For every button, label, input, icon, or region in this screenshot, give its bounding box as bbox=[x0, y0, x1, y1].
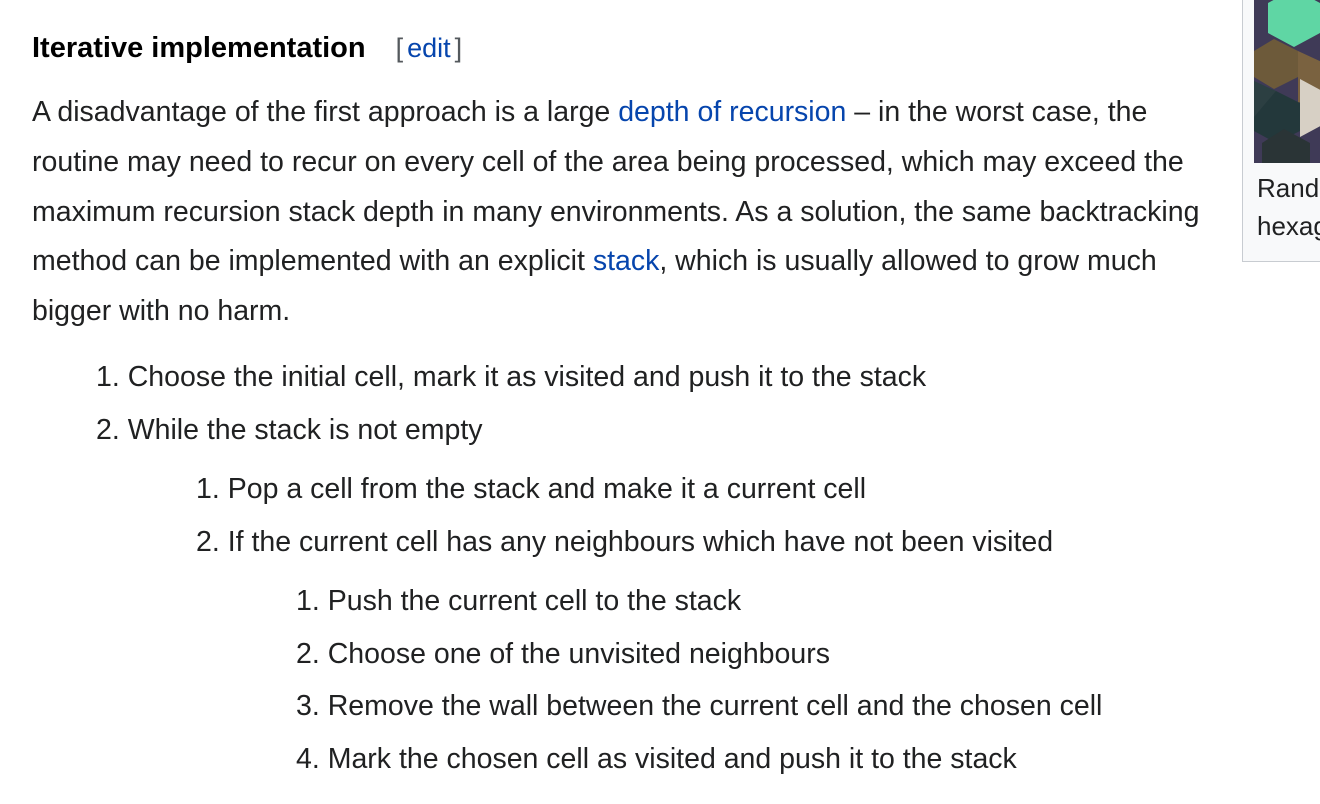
list-item-text: While the stack is not empty bbox=[127, 414, 483, 446]
list-item-text: Mark the chosen cell as visited and push… bbox=[327, 743, 1017, 775]
list-item-text: Remove the wall between the current cell… bbox=[327, 690, 1103, 722]
edit-section: [edit] bbox=[396, 33, 463, 64]
list-item-text: Pop a cell from the stack and make it a … bbox=[227, 473, 867, 505]
list-item: 1. Push the current cell to the stack bbox=[296, 581, 741, 621]
list-item-text: If the current cell has any neighbours w… bbox=[227, 526, 1054, 558]
intro-paragraph: A disadvantage of the first approach is … bbox=[32, 88, 1202, 337]
list-item: 1. Pop a cell from the stack and make it… bbox=[196, 469, 866, 509]
edit-bracket-open: [ bbox=[395, 32, 404, 63]
section-heading: Iterative implementation [edit] bbox=[32, 28, 462, 68]
list-number: 3. bbox=[296, 690, 320, 722]
edit-bracket-close: ] bbox=[454, 32, 463, 63]
stack-link[interactable]: stack bbox=[592, 245, 660, 278]
hexagonal-maze-image bbox=[1254, 0, 1320, 163]
edit-link[interactable]: edit bbox=[407, 32, 451, 63]
caption-line: Rand bbox=[1257, 173, 1320, 203]
thumbnail-frame: Rand hexag bbox=[1242, 0, 1320, 262]
list-number: 2. bbox=[196, 526, 220, 558]
list-number: 2. bbox=[296, 638, 320, 670]
list-item: 3. Remove the wall between the current c… bbox=[296, 686, 1102, 726]
paragraph-text: A disadvantage of the first approach is … bbox=[32, 96, 619, 128]
list-number: 4. bbox=[296, 743, 320, 775]
list-item: 2. Choose one of the unvisited neighbour… bbox=[296, 634, 830, 674]
paragraph-text: , which is usually allowed to grow much … bbox=[32, 245, 1157, 328]
depth-of-recursion-link[interactable]: depth of recursion bbox=[618, 96, 847, 128]
list-item: 2. If the current cell has any neighbour… bbox=[196, 522, 1053, 562]
list-item-text: Push the current cell to the stack bbox=[327, 585, 742, 617]
list-number: 1. bbox=[296, 585, 320, 617]
maze-thumbnail-image[interactable] bbox=[1254, 0, 1320, 163]
list-number: 2. bbox=[96, 414, 120, 446]
list-item: 1. Choose the initial cell, mark it as v… bbox=[96, 357, 926, 397]
list-item: 4. Mark the chosen cell as visited and p… bbox=[296, 739, 1017, 779]
list-number: 1. bbox=[196, 473, 220, 505]
list-item-text: Choose one of the unvisited neighbours bbox=[327, 638, 830, 670]
list-item-text: Choose the initial cell, mark it as visi… bbox=[127, 361, 927, 393]
caption-line: hexag bbox=[1257, 211, 1320, 241]
thumbnail-caption: Rand hexag bbox=[1257, 169, 1320, 245]
paragraph-text: – in the worst case, the routine may nee… bbox=[32, 96, 1200, 278]
section-title: Iterative implementation bbox=[32, 31, 366, 64]
list-item: 2. While the stack is not empty bbox=[96, 410, 483, 450]
list-number: 1. bbox=[96, 361, 120, 393]
